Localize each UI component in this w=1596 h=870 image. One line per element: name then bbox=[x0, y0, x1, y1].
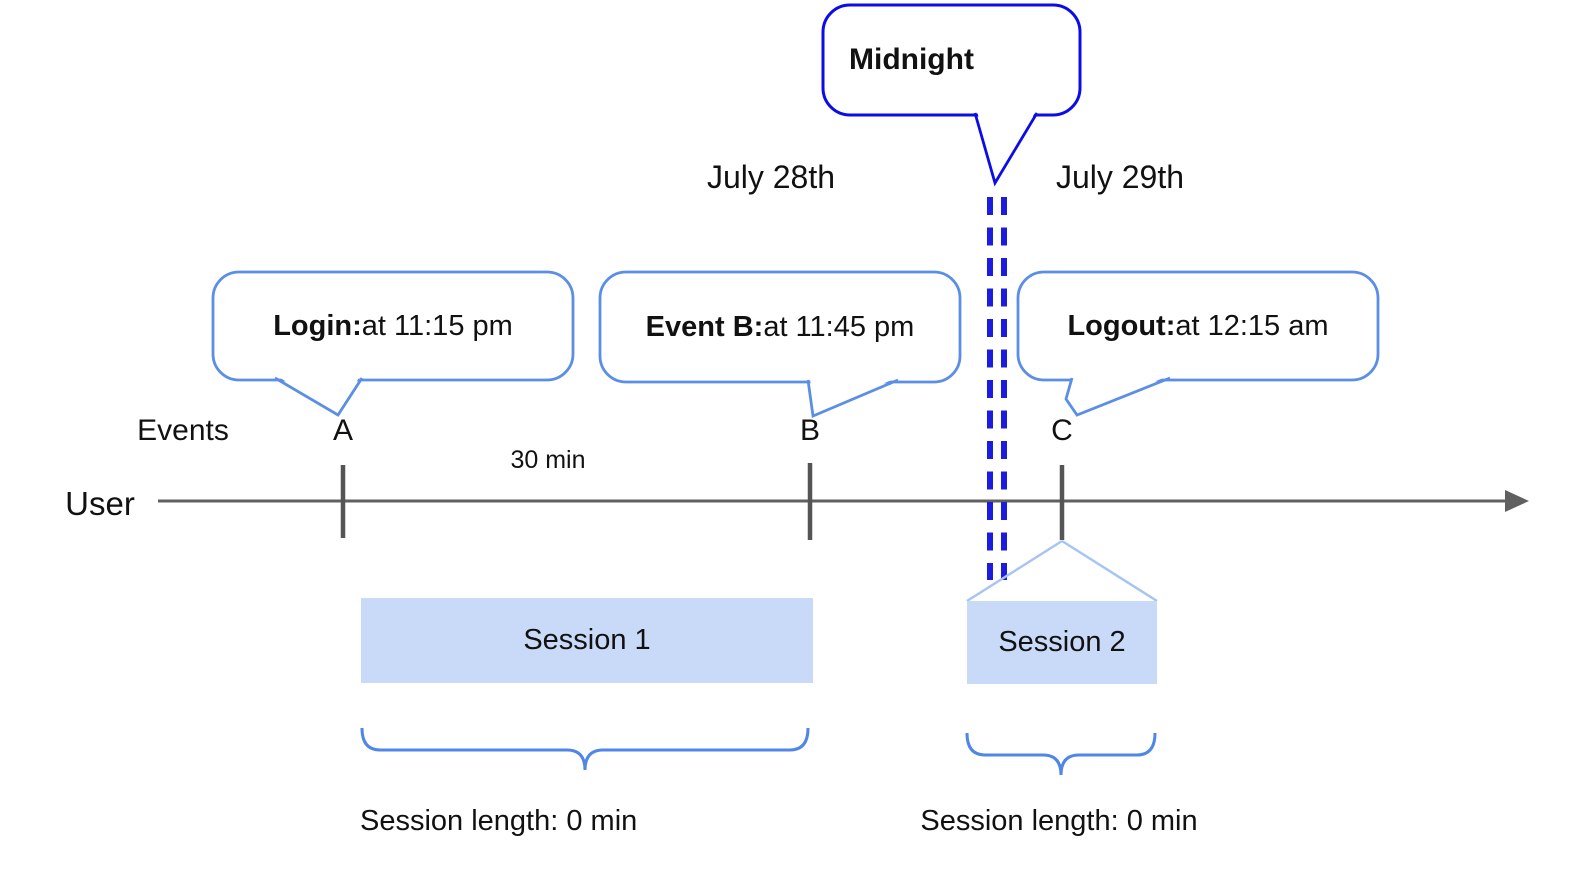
session1-box: Session 1 bbox=[361, 598, 813, 683]
event-b-callout-label: Event B: at 11:45 pm bbox=[600, 272, 960, 382]
event-mark-c: C bbox=[1051, 414, 1073, 447]
event-b-callout-tail-mask bbox=[810, 378, 896, 414]
session2-roof-connector bbox=[966, 539, 1158, 603]
midnight-callout-bubble bbox=[821, 3, 1082, 117]
event-mark-a: A bbox=[332, 414, 353, 447]
events-axis-label: Events bbox=[137, 414, 229, 447]
midnight-callout-tail bbox=[973, 112, 1039, 187]
event-b-callout-tail bbox=[806, 378, 899, 419]
event-mark-b: B bbox=[799, 414, 820, 447]
midnight-callout-tail-mask bbox=[977, 111, 1036, 181]
date-label-july-28: July 28th bbox=[706, 159, 836, 195]
logout-callout-time: at 12:15 am bbox=[1175, 309, 1329, 342]
session1-length-label: Session length: 0 min bbox=[360, 805, 638, 837]
session2-box: Session 2 bbox=[967, 601, 1157, 684]
session1-label: Session 1 bbox=[523, 624, 651, 656]
date-label-july-29: July 29th bbox=[1055, 159, 1185, 195]
logout-callout-tail-mask bbox=[1066, 376, 1168, 414]
login-callout-tail bbox=[274, 376, 364, 417]
login-callout-time: at 11:15 pm bbox=[361, 309, 513, 342]
session1-brace bbox=[360, 727, 810, 771]
logout-callout-label: Logout: at 12:15 am bbox=[1018, 272, 1378, 380]
login-callout-label: Login: at 11:15 pm bbox=[213, 272, 573, 380]
logout-callout-title: Logout: bbox=[1067, 309, 1176, 342]
user-axis-label: User bbox=[65, 485, 135, 522]
midnight-callout-label: Midnight bbox=[849, 43, 974, 76]
event-b-callout-time: at 11:45 pm bbox=[763, 310, 915, 343]
session2-length-label: Session length: 0 min bbox=[920, 805, 1198, 837]
logout-callout-bubble bbox=[1016, 270, 1380, 382]
logout-callout-tail bbox=[1064, 376, 1171, 417]
login-callout-bubble bbox=[211, 270, 575, 382]
event-b-callout-title: Event B: bbox=[645, 310, 764, 343]
login-callout-title: Login: bbox=[273, 309, 362, 342]
login-callout-tail-mask bbox=[277, 376, 360, 413]
timeline-arrowhead-icon bbox=[1505, 490, 1529, 512]
event-b-callout-bubble bbox=[598, 270, 962, 384]
interval-label-30min: 30 min bbox=[510, 446, 586, 474]
session2-label: Session 2 bbox=[998, 626, 1126, 658]
session2-brace bbox=[965, 732, 1157, 776]
